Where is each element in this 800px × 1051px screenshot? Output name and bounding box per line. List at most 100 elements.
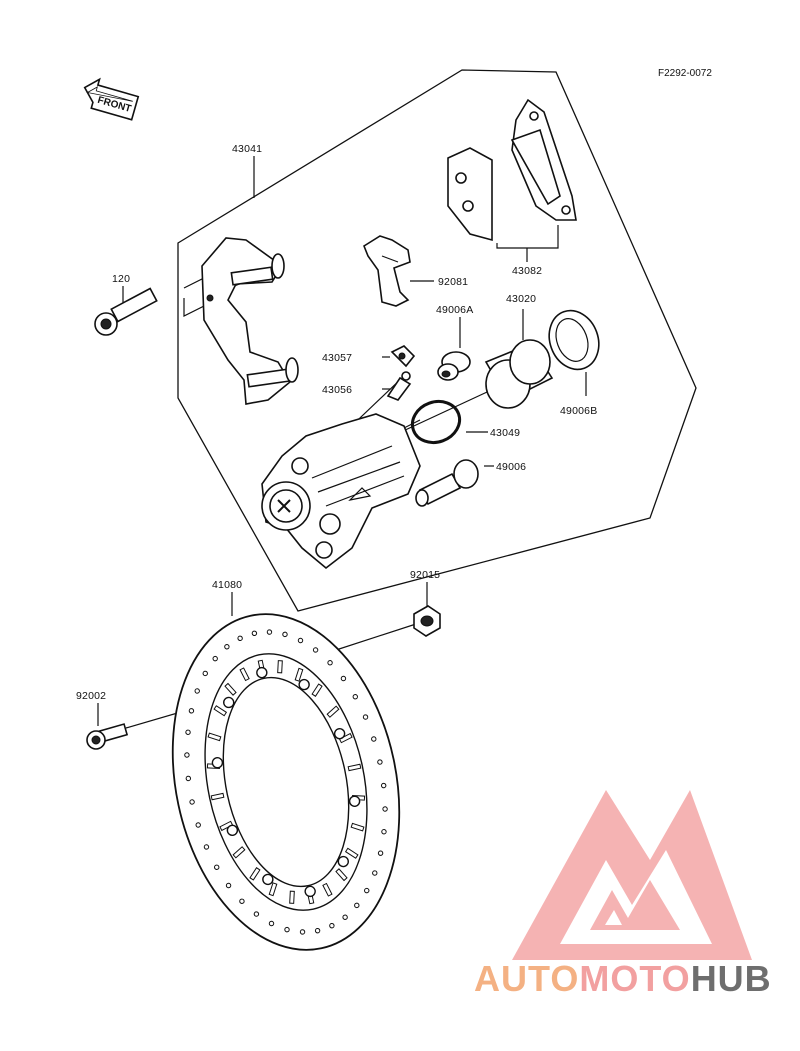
disc-hole — [377, 759, 383, 765]
label-41080: 41080 — [212, 579, 242, 591]
disc-hole — [189, 799, 195, 805]
disc-hole — [185, 729, 191, 735]
disc-slot — [335, 868, 348, 882]
label-43049: 43049 — [490, 427, 520, 439]
disc-hole — [195, 822, 201, 828]
disc-mount-hole — [223, 696, 235, 709]
label-92002: 92002 — [76, 690, 106, 702]
disc-slot — [268, 882, 278, 897]
disc-slot — [219, 820, 234, 832]
nut-92015 — [413, 605, 441, 637]
disc-hole — [184, 752, 190, 758]
disc-hole — [253, 911, 260, 917]
label-49006A: 49006A — [436, 304, 473, 316]
disc-hole — [381, 829, 387, 835]
disc-hole — [377, 850, 384, 856]
brake-pads-43082 — [447, 98, 577, 242]
disc-mount-hole — [298, 678, 310, 691]
label-43082: 43082 — [512, 265, 542, 277]
disc-mount-hole — [333, 727, 346, 740]
front-arrow-icon: FRONT — [83, 77, 140, 121]
disc-hole — [237, 635, 243, 641]
disc-slot — [249, 867, 261, 881]
disc-hole — [371, 736, 377, 742]
disc-hole — [314, 927, 321, 934]
watermark-hub: HUB — [690, 958, 772, 999]
label-49006: 49006 — [496, 461, 526, 473]
disc-slot — [224, 682, 237, 696]
brake-disc-41080 — [171, 613, 401, 951]
watermark-moto: MOTO — [579, 958, 691, 999]
label-43020: 43020 — [506, 293, 536, 305]
disc-hole — [312, 647, 319, 653]
label-92081: 92081 — [438, 276, 468, 288]
disc-hole — [354, 902, 360, 909]
disc-slot — [213, 705, 228, 717]
part-labels: 43041 120 92081 43082 49006A 43020 43057… — [76, 143, 597, 702]
label-49006B: 49006B — [560, 405, 597, 417]
disc-hole — [282, 631, 288, 638]
disc-hole — [364, 887, 370, 894]
pin-boot-49006 — [415, 459, 479, 507]
watermark-auto: AUTO — [474, 958, 580, 999]
disc-mount-hole — [304, 885, 316, 898]
disc-bolt-92002 — [86, 723, 129, 750]
disc-hole — [194, 688, 200, 694]
disc-hole — [299, 929, 306, 935]
disc-hole — [342, 914, 348, 920]
label-120: 120 — [112, 273, 130, 285]
disc-hole — [188, 708, 195, 714]
disc-hole — [340, 675, 347, 682]
disc-slot — [277, 660, 283, 674]
dust-seal-49006A — [437, 351, 471, 381]
pad-spring-92081 — [363, 235, 411, 307]
disc-slot — [239, 667, 250, 682]
disc-hole — [266, 629, 273, 635]
disc-slot — [294, 667, 304, 682]
disc-slot — [311, 683, 323, 697]
disc-hole — [239, 898, 245, 904]
disc-slot — [210, 792, 225, 801]
disc-slot — [289, 890, 295, 904]
disc-hole — [202, 670, 208, 677]
disc-mount-hole — [211, 757, 224, 769]
disc-hole — [185, 775, 192, 782]
bleeder-cap-43057 — [390, 345, 416, 368]
label-43056: 43056 — [322, 384, 352, 396]
disc-mount-hole — [262, 873, 274, 886]
seal-ring-49006B — [548, 309, 600, 371]
disc-mount-hole — [337, 855, 349, 868]
disc-hole — [224, 644, 230, 650]
disc-slot — [207, 732, 222, 742]
bolt-120 — [94, 287, 158, 336]
label-92015: 92015 — [410, 569, 440, 581]
piston-43020 — [484, 339, 554, 409]
disc-holes — [184, 629, 388, 935]
disc-hole — [284, 926, 290, 933]
disc-hole — [212, 655, 218, 662]
disc-slot — [338, 732, 353, 744]
disc-hole — [380, 782, 387, 789]
disc-slot — [322, 882, 333, 897]
disc-slot — [344, 847, 359, 859]
disc-mount-hole — [256, 666, 268, 679]
disc-hole — [297, 637, 304, 644]
disc-mount-hole — [226, 824, 239, 837]
disc-hole — [214, 864, 220, 870]
disc-hole — [268, 920, 275, 927]
disc-hole — [382, 806, 388, 812]
watermark-logo-text: AUTOMOTOHUB — [474, 958, 772, 1000]
bleeder-valve-43056 — [386, 371, 412, 401]
disc-mount-hole — [348, 795, 361, 807]
caliper-body — [261, 413, 421, 570]
disc-slot — [347, 763, 362, 772]
caliper-group-outline — [177, 69, 697, 612]
disc-hole — [329, 923, 335, 929]
caliper-bracket-43041 — [201, 237, 299, 405]
disc-hole — [203, 844, 210, 850]
label-43041: 43041 — [232, 143, 262, 155]
disc-hole — [362, 714, 369, 720]
watermark-triangle-logo — [512, 790, 752, 960]
disc-hole — [327, 660, 333, 666]
